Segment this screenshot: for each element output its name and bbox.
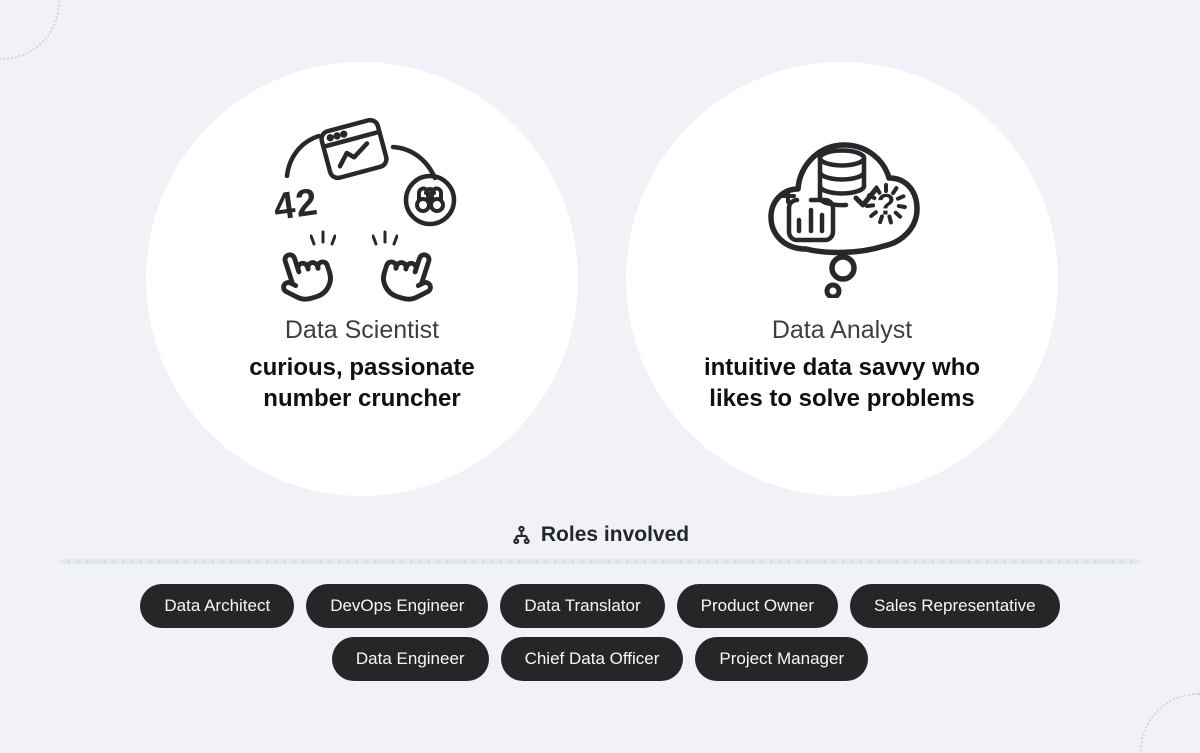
snap-hand-icon — [381, 252, 433, 302]
bar-chart-box-icon — [780, 188, 836, 243]
role-title: Data Analyst — [771, 316, 913, 344]
data-scientist-card: 42 — [146, 62, 578, 496]
snap-hand-icon — [281, 252, 333, 302]
svg-text:?: ? — [877, 189, 895, 222]
arc-left-icon — [284, 133, 322, 178]
roles-section-title: Roles involved — [540, 523, 690, 546]
badge-number: 42 — [271, 181, 321, 229]
roles-section-header: Roles involved — [0, 523, 1200, 547]
binoculars-icon — [403, 173, 457, 227]
dotted-arc-decoration — [1140, 693, 1200, 753]
role-pill-data-engineer: Data Engineer — [331, 637, 489, 681]
role-pill-data-architect: Data Architect — [140, 584, 295, 628]
browser-chart-icon — [319, 117, 389, 181]
dotted-divider — [60, 559, 1140, 564]
role-description-line: number cruncher — [263, 385, 461, 412]
role-title: Data Scientist — [284, 316, 440, 344]
roles-row-1: Data Architect DevOps Engineer Data Tran… — [0, 584, 1200, 628]
role-description-line: intuitive data savvy who — [703, 354, 981, 381]
roles-row-2: Data Engineer Chief Data Officer Project… — [0, 637, 1200, 681]
arc-right-icon — [390, 144, 438, 181]
role-pill-project-manager: Project Manager — [695, 637, 869, 681]
role-pill-product-owner: Product Owner — [676, 584, 839, 628]
role-pill-sales-representative: Sales Representative — [850, 584, 1060, 628]
data-analyst-card: ? Data Analyst intuitive data savvy who — [626, 62, 1058, 496]
hierarchy-icon — [513, 525, 530, 544]
question-burst-icon: ? — [865, 183, 907, 225]
thought-cloud-icon: ? — [768, 142, 920, 298]
dotted-arc-decoration — [0, 0, 60, 60]
role-description-line: curious, passionate — [249, 354, 475, 381]
role-description-line: likes to solve problems — [709, 385, 975, 412]
sparkle-icon — [372, 230, 398, 246]
role-pill-data-translator: Data Translator — [500, 584, 665, 628]
role-description: intuitive data savvy who likes to solve … — [626, 352, 1058, 414]
role-description: curious, passionate number cruncher — [146, 352, 578, 414]
role-pill-chief-data-officer: Chief Data Officer — [500, 637, 684, 681]
sparkle-icon — [310, 230, 336, 246]
role-pill-devops-engineer: DevOps Engineer — [306, 584, 489, 628]
database-check-icon — [817, 148, 879, 208]
